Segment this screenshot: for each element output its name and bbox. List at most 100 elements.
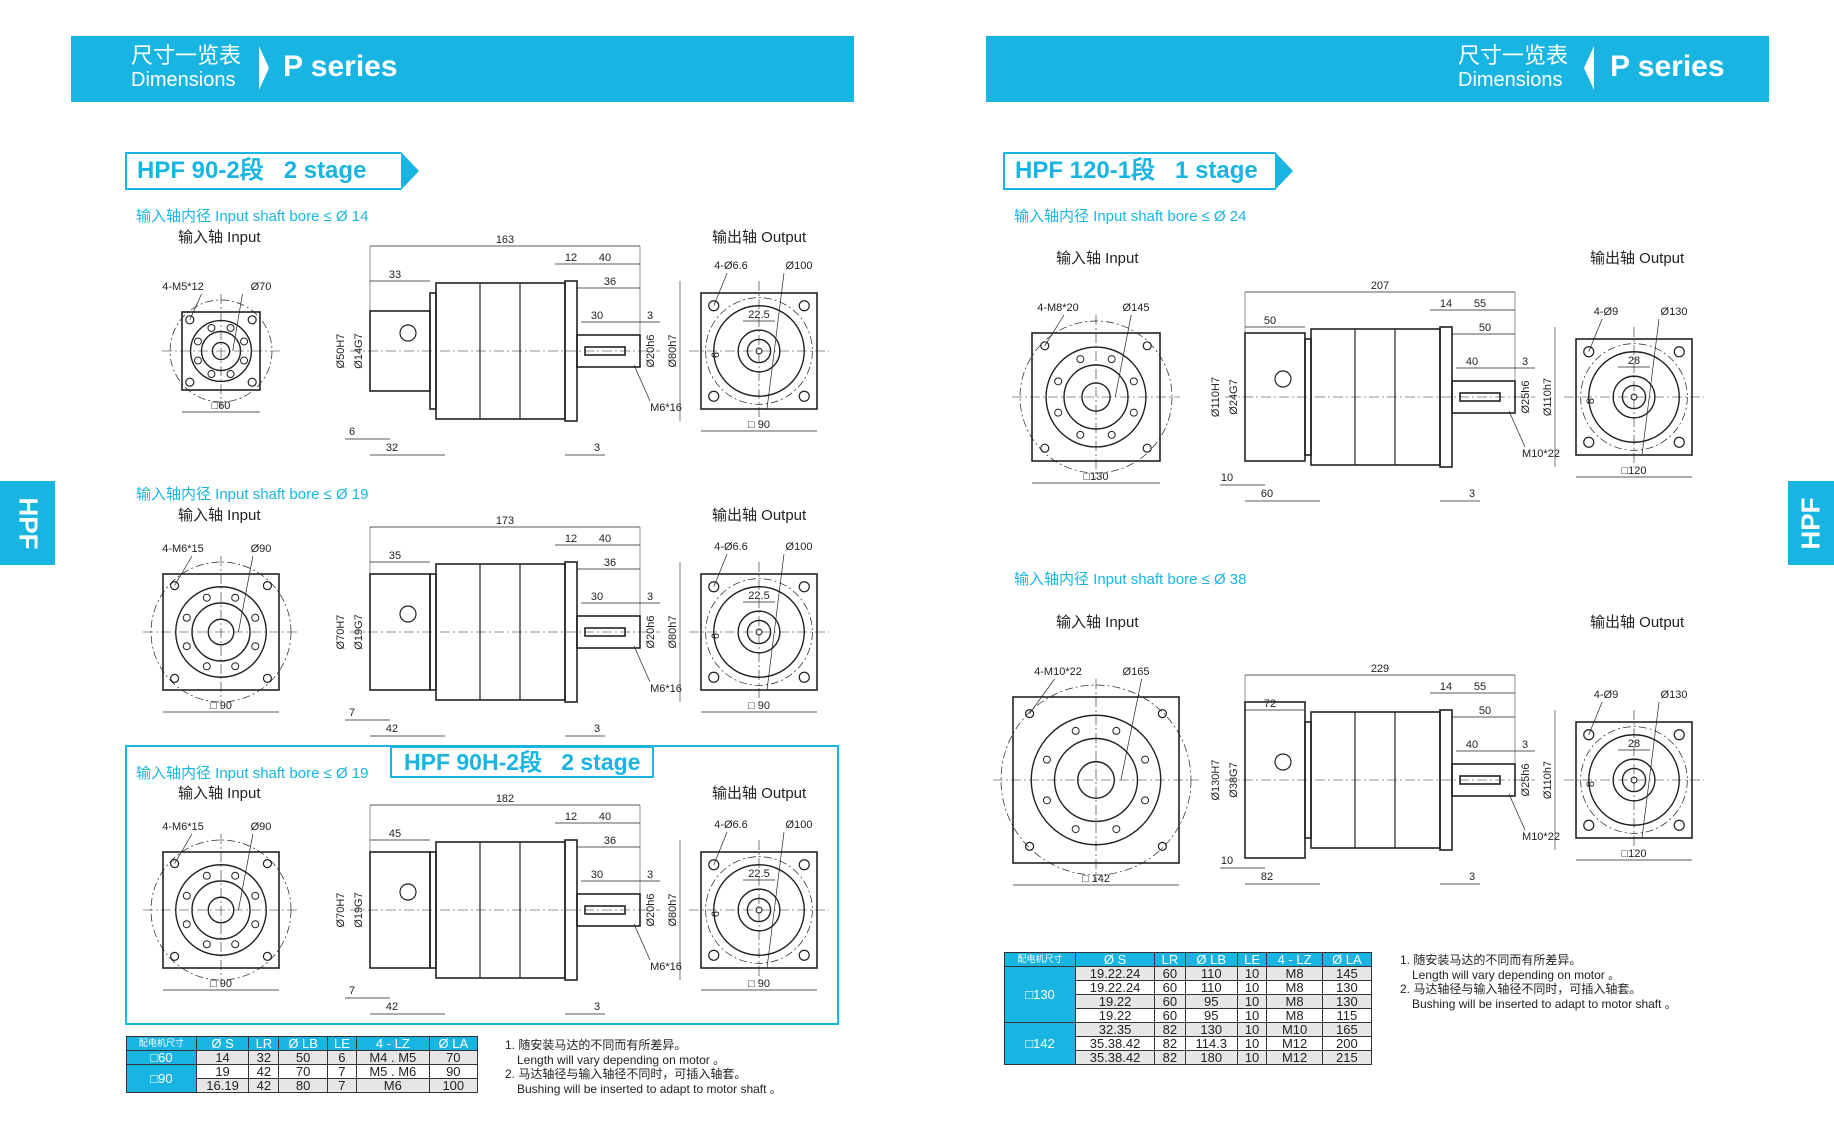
input-label: 输入轴 Input bbox=[178, 507, 261, 524]
header-left: 尺寸一览表 Dimensions P series bbox=[71, 36, 854, 102]
output-square-label: □ 90 bbox=[748, 700, 770, 712]
stage-title: HPF 120-1段 1 stage bbox=[1003, 152, 1293, 190]
table-cell: 60 bbox=[1154, 980, 1186, 995]
dim-input-flange-label: 45 bbox=[389, 828, 401, 840]
bolt-hole-icon bbox=[1107, 430, 1116, 439]
mounting-hole-icon bbox=[1025, 708, 1035, 719]
leader-line bbox=[766, 272, 785, 410]
dim-key-length-label: 30 bbox=[591, 310, 603, 322]
keyway-height-label: 22.5 bbox=[748, 590, 769, 602]
output-pcd-label: Ø100 bbox=[786, 260, 813, 272]
keyway-height-label: 28 bbox=[1628, 355, 1640, 367]
table-cell: 60 bbox=[1154, 1008, 1186, 1023]
table-cell: 16.19 bbox=[195, 1078, 250, 1093]
bolt-hole-icon bbox=[1141, 755, 1150, 764]
table-cell: 35.38.42 bbox=[1075, 1050, 1156, 1065]
dia-pilot-label: Ø130H7 bbox=[1210, 760, 1222, 801]
dia-pilot-label: Ø70H7 bbox=[335, 615, 347, 650]
dim-key-offset-label: 3 bbox=[1522, 356, 1528, 368]
dim-key-offset-label: 3 bbox=[647, 869, 653, 881]
dia-output-pilot-label: Ø110h7 bbox=[1542, 761, 1554, 799]
column-header: 4 - LZ bbox=[356, 1036, 430, 1051]
mounting-hole-icon bbox=[1673, 346, 1685, 358]
dim-overall-label: 173 bbox=[496, 515, 514, 527]
dim-shaft-length-label: 40 bbox=[599, 533, 611, 545]
output-pcd-label: Ø130 bbox=[1661, 306, 1688, 318]
table-cell: 130 bbox=[1184, 1022, 1238, 1037]
bolt-hole-icon bbox=[1054, 377, 1063, 386]
output-label: 输出轴 Output bbox=[1590, 250, 1685, 267]
bolt-hole-icon bbox=[202, 593, 211, 602]
dia-output-shaft-label: Ø20h6 bbox=[645, 334, 657, 367]
note-line: 1. 随安装马达的不同而有所差异。 bbox=[505, 1038, 687, 1052]
mounting-hole-icon bbox=[708, 390, 720, 402]
column-header: LE bbox=[1236, 952, 1268, 967]
motor-size-cell: □130 bbox=[1003, 966, 1077, 1023]
mounting-hole-icon bbox=[262, 673, 272, 683]
bolt-hole-icon bbox=[226, 323, 235, 332]
output-pcd-circle bbox=[705, 856, 813, 964]
leader-line bbox=[633, 364, 651, 402]
leader-line bbox=[1641, 318, 1660, 456]
input-square-label: □ 90 bbox=[210, 978, 232, 990]
dim-input-flange-label: 35 bbox=[389, 550, 401, 562]
column-header: LR bbox=[1154, 952, 1186, 967]
dim-shaft-usable-label: 36 bbox=[604, 276, 616, 288]
table-cell: M10 bbox=[1266, 1022, 1323, 1037]
dim-input-flange-label: 72 bbox=[1264, 698, 1276, 710]
mounting-hole-icon bbox=[1673, 436, 1685, 448]
bolt-hole-icon bbox=[1071, 825, 1080, 834]
leader-line bbox=[1588, 701, 1603, 735]
bolt-hole-icon bbox=[1129, 377, 1138, 386]
mounting-hole-icon bbox=[262, 858, 272, 869]
output-label: 输出轴 Output bbox=[1590, 614, 1685, 631]
dim-input-flange-label: 50 bbox=[1264, 315, 1276, 327]
bolt-hole-icon bbox=[240, 356, 249, 365]
mounting-hole-icon bbox=[1025, 841, 1035, 851]
bolt-hole-icon bbox=[251, 613, 260, 622]
table-cell: 6 bbox=[326, 1050, 358, 1065]
table-cell: 32 bbox=[248, 1050, 280, 1065]
mounting-hole-icon bbox=[798, 300, 810, 312]
table-cell: 114.3 bbox=[1184, 1036, 1238, 1051]
motor-size-cell: □60 bbox=[126, 1050, 197, 1065]
table-cell: 95 bbox=[1184, 994, 1238, 1009]
mounting-hole-icon bbox=[169, 580, 180, 591]
oil-port bbox=[1274, 753, 1292, 771]
header-series: P series bbox=[283, 50, 398, 83]
note-line: Length will vary depending on motor 。 bbox=[517, 1052, 726, 1067]
key-width-label: 6 bbox=[710, 911, 722, 917]
bolt-hole-icon bbox=[182, 891, 191, 900]
leader-line bbox=[1588, 318, 1603, 352]
key-width-label: 8 bbox=[1585, 781, 1597, 787]
column-header: Ø LB bbox=[278, 1036, 328, 1051]
output-hole-label: 4-Ø6.6 bbox=[714, 541, 748, 553]
table-cell: 7 bbox=[326, 1064, 358, 1079]
table-cell: 165 bbox=[1321, 1022, 1373, 1037]
mounting-hole-icon bbox=[262, 951, 272, 961]
mounting-hole-icon bbox=[1673, 729, 1685, 741]
table-cell: 10 bbox=[1236, 1036, 1268, 1051]
mounting-hole-icon bbox=[1673, 819, 1685, 831]
stage-title-90h: HPF 90H-2段 2 stage bbox=[390, 746, 655, 778]
table-cell: 130 bbox=[1321, 980, 1373, 995]
dim-key-length-label: 30 bbox=[591, 869, 603, 881]
dim-shaft-length-label: 55 bbox=[1474, 298, 1486, 310]
header-title-cn: 尺寸一览表 bbox=[131, 43, 242, 68]
bolt-hole-icon bbox=[193, 356, 202, 365]
dim-shaft-length-label: 40 bbox=[599, 252, 611, 264]
chevron-right-icon bbox=[259, 46, 269, 90]
table-cell: 110 bbox=[1184, 980, 1238, 995]
thread-label: M6*16 bbox=[650, 683, 682, 695]
leader-line bbox=[238, 555, 254, 633]
bolt-hole-icon bbox=[1112, 825, 1121, 834]
output-square-label: □120 bbox=[1622, 465, 1647, 477]
column-header: Ø S bbox=[195, 1036, 250, 1051]
oil-port bbox=[1274, 370, 1292, 388]
input-pcd-label: Ø90 bbox=[251, 821, 272, 833]
mounting-hole-icon bbox=[1040, 443, 1050, 453]
